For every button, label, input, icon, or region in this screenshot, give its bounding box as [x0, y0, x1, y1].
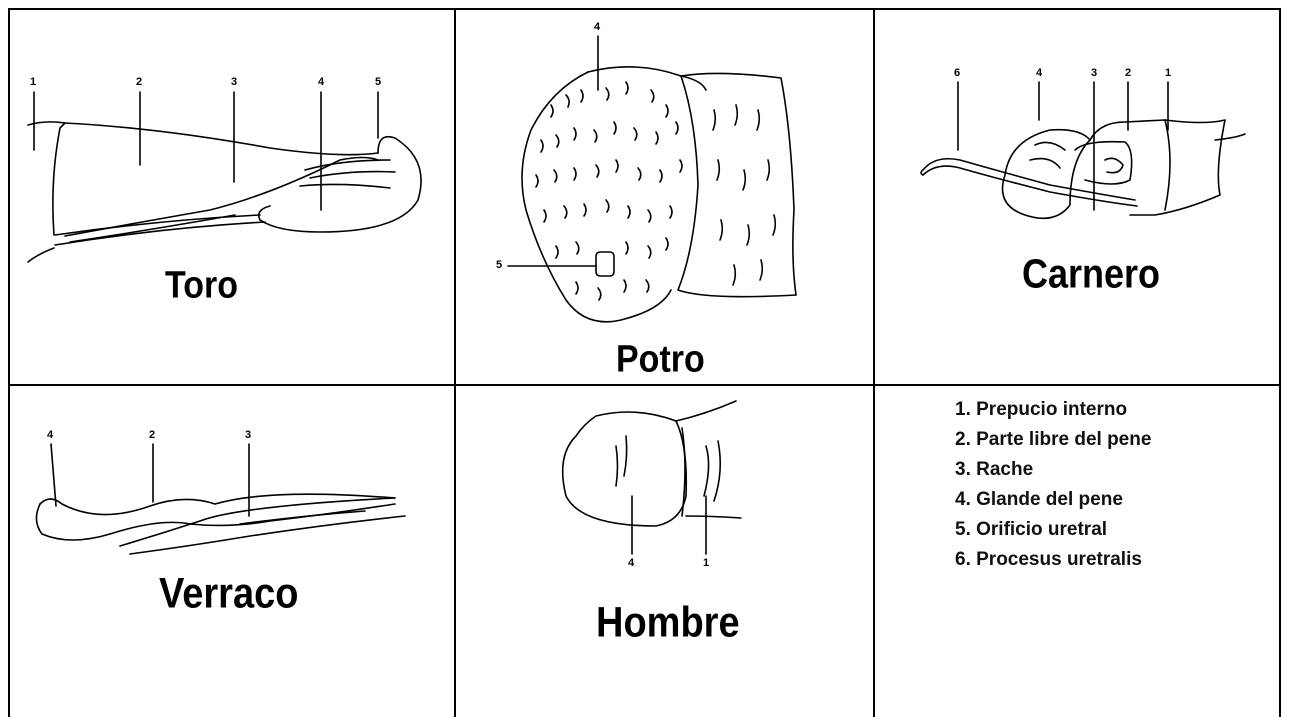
potro-title: Potro: [616, 337, 705, 381]
carnero-label-4: 4: [1036, 67, 1043, 79]
toro-drawing: [27, 91, 422, 263]
toro-label-3: 3: [231, 76, 238, 88]
toro-label-2: 2: [136, 76, 143, 88]
verraco-label-2: 2: [149, 429, 156, 441]
hombre-drawing: [561, 400, 742, 555]
hombre-label-1: 1: [703, 557, 710, 569]
carnero-label-1: 1: [1165, 67, 1172, 79]
potro-label-5: 5: [496, 259, 503, 271]
grid-row-divider: [8, 384, 1281, 386]
legend-item-3: 3. Rache: [955, 459, 1034, 480]
panel-hombre: 4 1 Hombre: [456, 386, 873, 717]
legend-item-1: 1. Prepucio interno: [955, 399, 1128, 420]
toro-title: Toro: [165, 263, 239, 307]
carnero-label-3: 3: [1091, 67, 1098, 79]
carnero-label-6: 6: [954, 67, 961, 79]
carnero-label-2: 2: [1125, 67, 1132, 79]
verraco-drawing: [35, 443, 406, 555]
panel-carnero: 6 4 3 2 1 Carnero: [875, 10, 1279, 384]
panel-toro: 1 2 3 4 5 Toro: [10, 10, 454, 384]
legend-item-5: 5. Orificio uretral: [955, 519, 1108, 540]
verraco-title: Verraco: [159, 570, 299, 618]
carnero-title: Carnero: [1022, 250, 1161, 297]
grid-border-left: [8, 8, 10, 717]
legend-item-6: 6. Procesus uretralis: [955, 549, 1142, 570]
legend-list: 1. Prepucio interno 2. Parte libre del p…: [955, 395, 1151, 575]
potro-drawing: [507, 35, 797, 323]
grid-border-right: [1279, 8, 1281, 717]
toro-label-5: 5: [375, 76, 382, 88]
hombre-title: Hombre: [596, 599, 740, 647]
hombre-label-4: 4: [628, 557, 635, 569]
potro-label-4: 4: [594, 21, 601, 33]
legend-item-2: 2. Parte libre del pene: [955, 429, 1152, 450]
toro-label-4: 4: [318, 76, 325, 88]
legend-item-4: 4. Glande del pene: [955, 489, 1123, 510]
verraco-label-3: 3: [245, 429, 252, 441]
panel-potro: 4 5 Potro: [456, 10, 873, 384]
grid-divider-2: [873, 8, 875, 717]
grid-border-top: [8, 8, 1281, 10]
panel-verraco: 4 2 3 Verraco: [10, 386, 454, 717]
verraco-label-4: 4: [47, 429, 54, 441]
carnero-drawing: [920, 81, 1246, 220]
toro-label-1: 1: [30, 76, 37, 88]
grid-divider-1: [454, 8, 456, 717]
